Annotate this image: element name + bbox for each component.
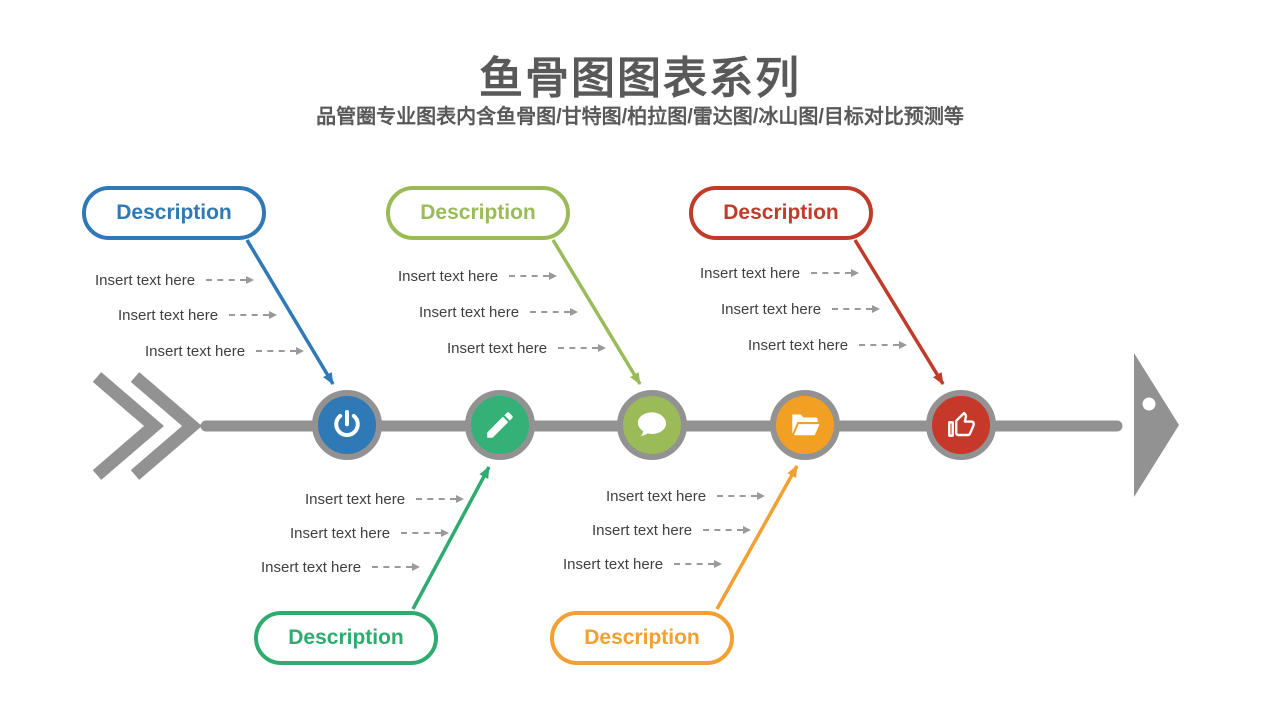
- description-label: Description: [420, 201, 536, 224]
- insert-text-label: Insert text here: [592, 521, 693, 539]
- dashed-arrow-icon: [229, 311, 278, 319]
- description-bubble-3[interactable]: Description: [386, 186, 570, 240]
- insert-text-label: Insert text here: [563, 555, 664, 573]
- insert-text-row[interactable]: Insert text here: [721, 300, 881, 318]
- description-bubble-2[interactable]: Description: [254, 611, 438, 665]
- insert-text-label: Insert text here: [700, 264, 801, 282]
- fish-head: [1134, 353, 1179, 497]
- insert-text-label: Insert text here: [398, 267, 499, 285]
- branch-line-5: [853, 239, 945, 385]
- insert-text-row[interactable]: Insert text here: [700, 264, 860, 282]
- dashed-arrow-icon: [558, 344, 607, 352]
- dashed-arrow-icon: [674, 560, 723, 568]
- node-2[interactable]: [465, 390, 535, 460]
- insert-text-label: Insert text here: [145, 342, 246, 360]
- dashed-arrow-icon: [256, 347, 305, 355]
- insert-text-label: Insert text here: [447, 339, 548, 357]
- pencil-icon: [483, 408, 517, 442]
- dashed-arrow-icon: [859, 341, 908, 349]
- dashed-arrow-icon: [372, 563, 421, 571]
- insert-text-label: Insert text here: [261, 558, 362, 576]
- insert-text-label: Insert text here: [95, 271, 196, 289]
- page-title: 鱼骨图图表系列: [479, 54, 801, 103]
- insert-text-label: Insert text here: [305, 490, 406, 508]
- insert-text-label: Insert text here: [118, 306, 219, 324]
- speech-bubble-icon: [634, 407, 670, 443]
- node-3[interactable]: [617, 390, 687, 460]
- page-subtitle: 品管圈专业图表内含鱼骨图/甘特图/柏拉图/雷达图/冰山图/目标对比预测等: [316, 106, 964, 128]
- node-1[interactable]: [312, 390, 382, 460]
- description-label: Description: [723, 201, 839, 224]
- insert-text-label: Insert text here: [748, 336, 849, 354]
- insert-text-row[interactable]: Insert text here: [118, 306, 278, 324]
- insert-text-row[interactable]: Insert text here: [563, 555, 723, 573]
- insert-text-row[interactable]: Insert text here: [261, 558, 421, 576]
- description-bubble-1[interactable]: Description: [82, 186, 266, 240]
- insert-text-row[interactable]: Insert text here: [95, 271, 255, 289]
- insert-text-row[interactable]: Insert text here: [606, 487, 766, 505]
- fish-tail-chevrons: [92, 372, 202, 480]
- insert-text-label: Insert text here: [290, 524, 391, 542]
- insert-text-label: Insert text here: [721, 300, 822, 318]
- description-bubble-5[interactable]: Description: [689, 186, 873, 240]
- description-label: Description: [584, 626, 700, 649]
- insert-text-row[interactable]: Insert text here: [305, 490, 465, 508]
- insert-text-label: Insert text here: [606, 487, 707, 505]
- insert-text-row[interactable]: Insert text here: [145, 342, 305, 360]
- dashed-arrow-icon: [416, 495, 465, 503]
- dashed-arrow-icon: [530, 308, 579, 316]
- branch-line-2: [411, 466, 491, 610]
- dashed-arrow-icon: [832, 305, 881, 313]
- insert-text-row[interactable]: Insert text here: [447, 339, 607, 357]
- branch-line-1: [245, 239, 335, 385]
- insert-text-row[interactable]: Insert text here: [748, 336, 908, 354]
- power-icon: [330, 408, 364, 442]
- branch-line-4: [715, 465, 799, 610]
- insert-text-row[interactable]: Insert text here: [398, 267, 558, 285]
- dashed-arrow-icon: [509, 272, 558, 280]
- node-5[interactable]: [926, 390, 996, 460]
- insert-text-row[interactable]: Insert text here: [419, 303, 579, 321]
- dashed-arrow-icon: [811, 269, 860, 277]
- insert-text-row[interactable]: Insert text here: [592, 521, 752, 539]
- description-label: Description: [116, 201, 232, 224]
- insert-text-label: Insert text here: [419, 303, 520, 321]
- branch-line-3: [551, 239, 642, 385]
- description-bubble-4[interactable]: Description: [550, 611, 734, 665]
- thumbs-up-icon: [945, 409, 977, 441]
- fish-eye: [1142, 397, 1156, 411]
- description-label: Description: [288, 626, 404, 649]
- dashed-arrow-icon: [703, 526, 752, 534]
- node-4[interactable]: [770, 390, 840, 460]
- dashed-arrow-icon: [401, 529, 450, 537]
- insert-text-row[interactable]: Insert text here: [290, 524, 450, 542]
- dashed-arrow-icon: [206, 276, 255, 284]
- open-folder-icon: [787, 407, 823, 443]
- dashed-arrow-icon: [717, 492, 766, 500]
